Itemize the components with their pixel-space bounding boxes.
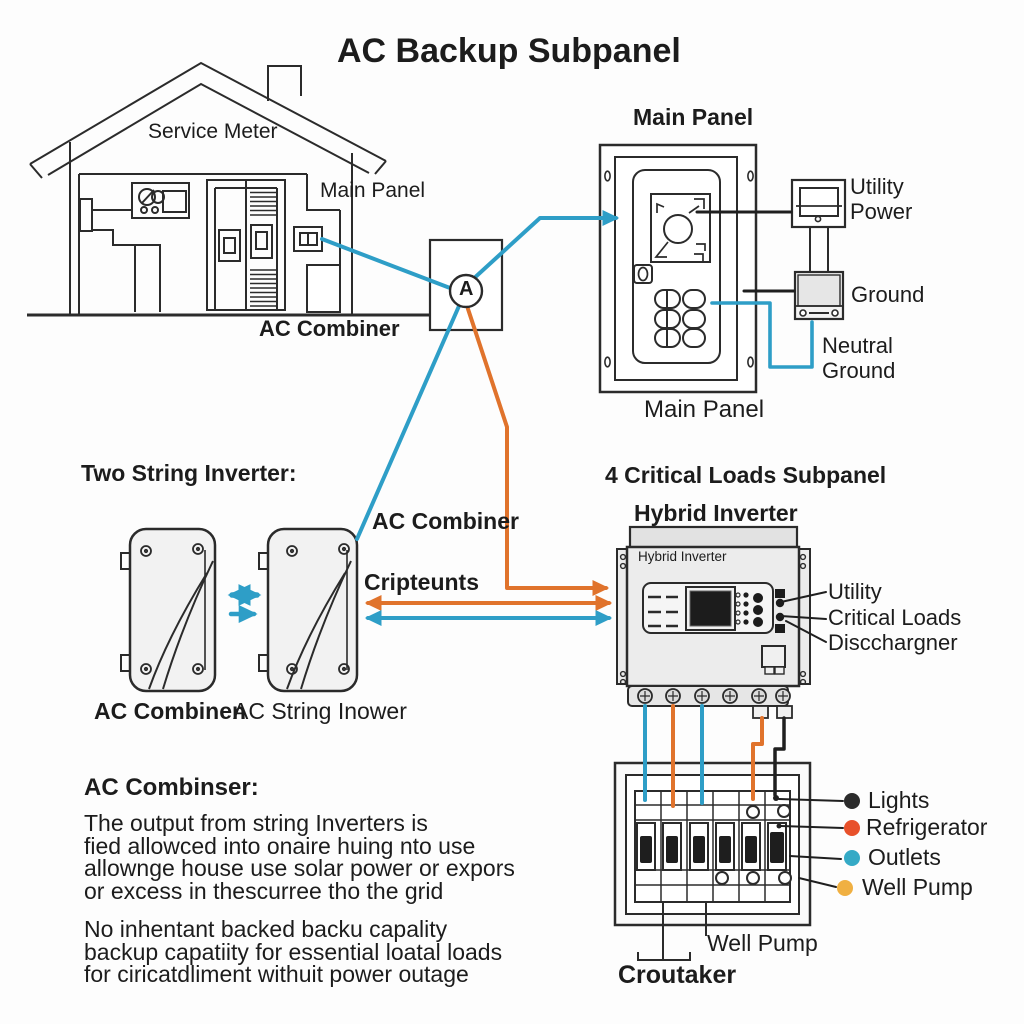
ground-block (793, 270, 845, 321)
inverter-screen (689, 590, 732, 627)
critical-loads-heading: 4 Critical Loads Subpanel (605, 462, 887, 488)
legend-label-refrigerator: Refrigerator (866, 814, 988, 840)
legend-label-outlets: Outlets (868, 844, 941, 870)
circuits-label: Cripteunts (364, 569, 479, 595)
panel-diagram-marks (654, 198, 706, 261)
breaker-callout-lines (662, 902, 707, 960)
wire-hybrid-sub-5 (773, 716, 786, 797)
utility-meter-box (790, 178, 847, 229)
house-main-panel-label: Main Panel (320, 179, 426, 202)
house-ac-combiner-label: AC Combiner (259, 316, 400, 341)
utility-tap-label: Utility (828, 579, 882, 604)
wire-node-to-inverter (355, 304, 461, 541)
mid-ac-combiner-label: AC Combiner (372, 508, 519, 534)
conduit-stub (752, 705, 769, 719)
legend-label-well-pump: Well Pump (862, 874, 973, 900)
well-pump-label: Well Pump (707, 930, 818, 956)
legend-dots (837, 793, 860, 896)
notes-paragraph-1: The output from string Inverters is fied… (84, 810, 515, 904)
legend-label-lights: Lights (868, 787, 930, 813)
critical-loads-label: Critical Loads (828, 605, 962, 630)
discharger-label: Discchargner (828, 630, 958, 655)
notes-heading: AC Combinser: (84, 774, 259, 801)
notes-paragraph-2: No inhentant backed backu capality backu… (84, 916, 503, 987)
ground-label: Ground (851, 282, 925, 307)
terminals (637, 688, 791, 704)
knockout-holes (715, 804, 792, 885)
house-outline (27, 61, 497, 317)
inverter-left-caption: AC Combinen (94, 698, 247, 724)
conduit-stub (776, 705, 793, 719)
service-meter-device (79, 182, 190, 312)
legend-dot-refrigerator (844, 820, 860, 836)
combiner-node-circle (448, 273, 484, 309)
legend-dot-well-pump (837, 880, 853, 896)
panel-buttons (654, 289, 706, 348)
wire-node-to-hybrid (466, 307, 610, 596)
panel-leds (743, 592, 763, 627)
chimney (267, 65, 302, 101)
aux-box (761, 645, 786, 668)
wall-connection-box (293, 226, 341, 313)
service-meter-label: Service Meter (148, 120, 278, 143)
inverter-right-caption: AC String Inower (233, 698, 407, 724)
hybrid-heading: Hybrid Inverter (634, 500, 798, 526)
wire-neutral-ground (710, 301, 814, 369)
breakers (636, 822, 787, 871)
panel-o-button (633, 264, 653, 284)
main-panel-title: Main Panel (633, 104, 754, 130)
utility-power-label: Utility Power (850, 174, 913, 224)
pointer-lines (778, 591, 844, 888)
main-panel-caption: Main Panel (644, 396, 765, 423)
breaker-subpanel (613, 761, 812, 961)
two-string-heading: Two String Inverter: (81, 460, 297, 486)
string-inverter-right (258, 527, 359, 693)
neutral-ground-label: Neutral Ground (822, 333, 896, 383)
wires (227, 210, 844, 888)
string-inverter-left (120, 527, 217, 693)
meter-ground-links (809, 227, 829, 271)
legend-dot-outlets (844, 850, 860, 866)
wire-node-to-main-panel (469, 210, 620, 283)
house-right-structure (306, 264, 341, 313)
page-title: AC Backup Subpanel (337, 32, 681, 70)
flange-screws (619, 553, 807, 686)
hybrid-device-label: Hybrid Inverter (638, 549, 727, 564)
breaker-caption: Croutaker (618, 961, 737, 989)
wire-house-to-node (320, 237, 452, 290)
side-indicators (775, 589, 785, 633)
legend-dot-lights (844, 793, 860, 809)
main-panel-box (598, 143, 758, 394)
wire-hybrid-sub-4 (751, 716, 764, 801)
display-dashes (648, 595, 678, 628)
breaker-bracket (637, 952, 691, 961)
panel-diagram-box (650, 193, 711, 263)
door-hatch (250, 187, 277, 307)
house-door (206, 179, 286, 311)
combiner-node-label: A (459, 278, 474, 300)
